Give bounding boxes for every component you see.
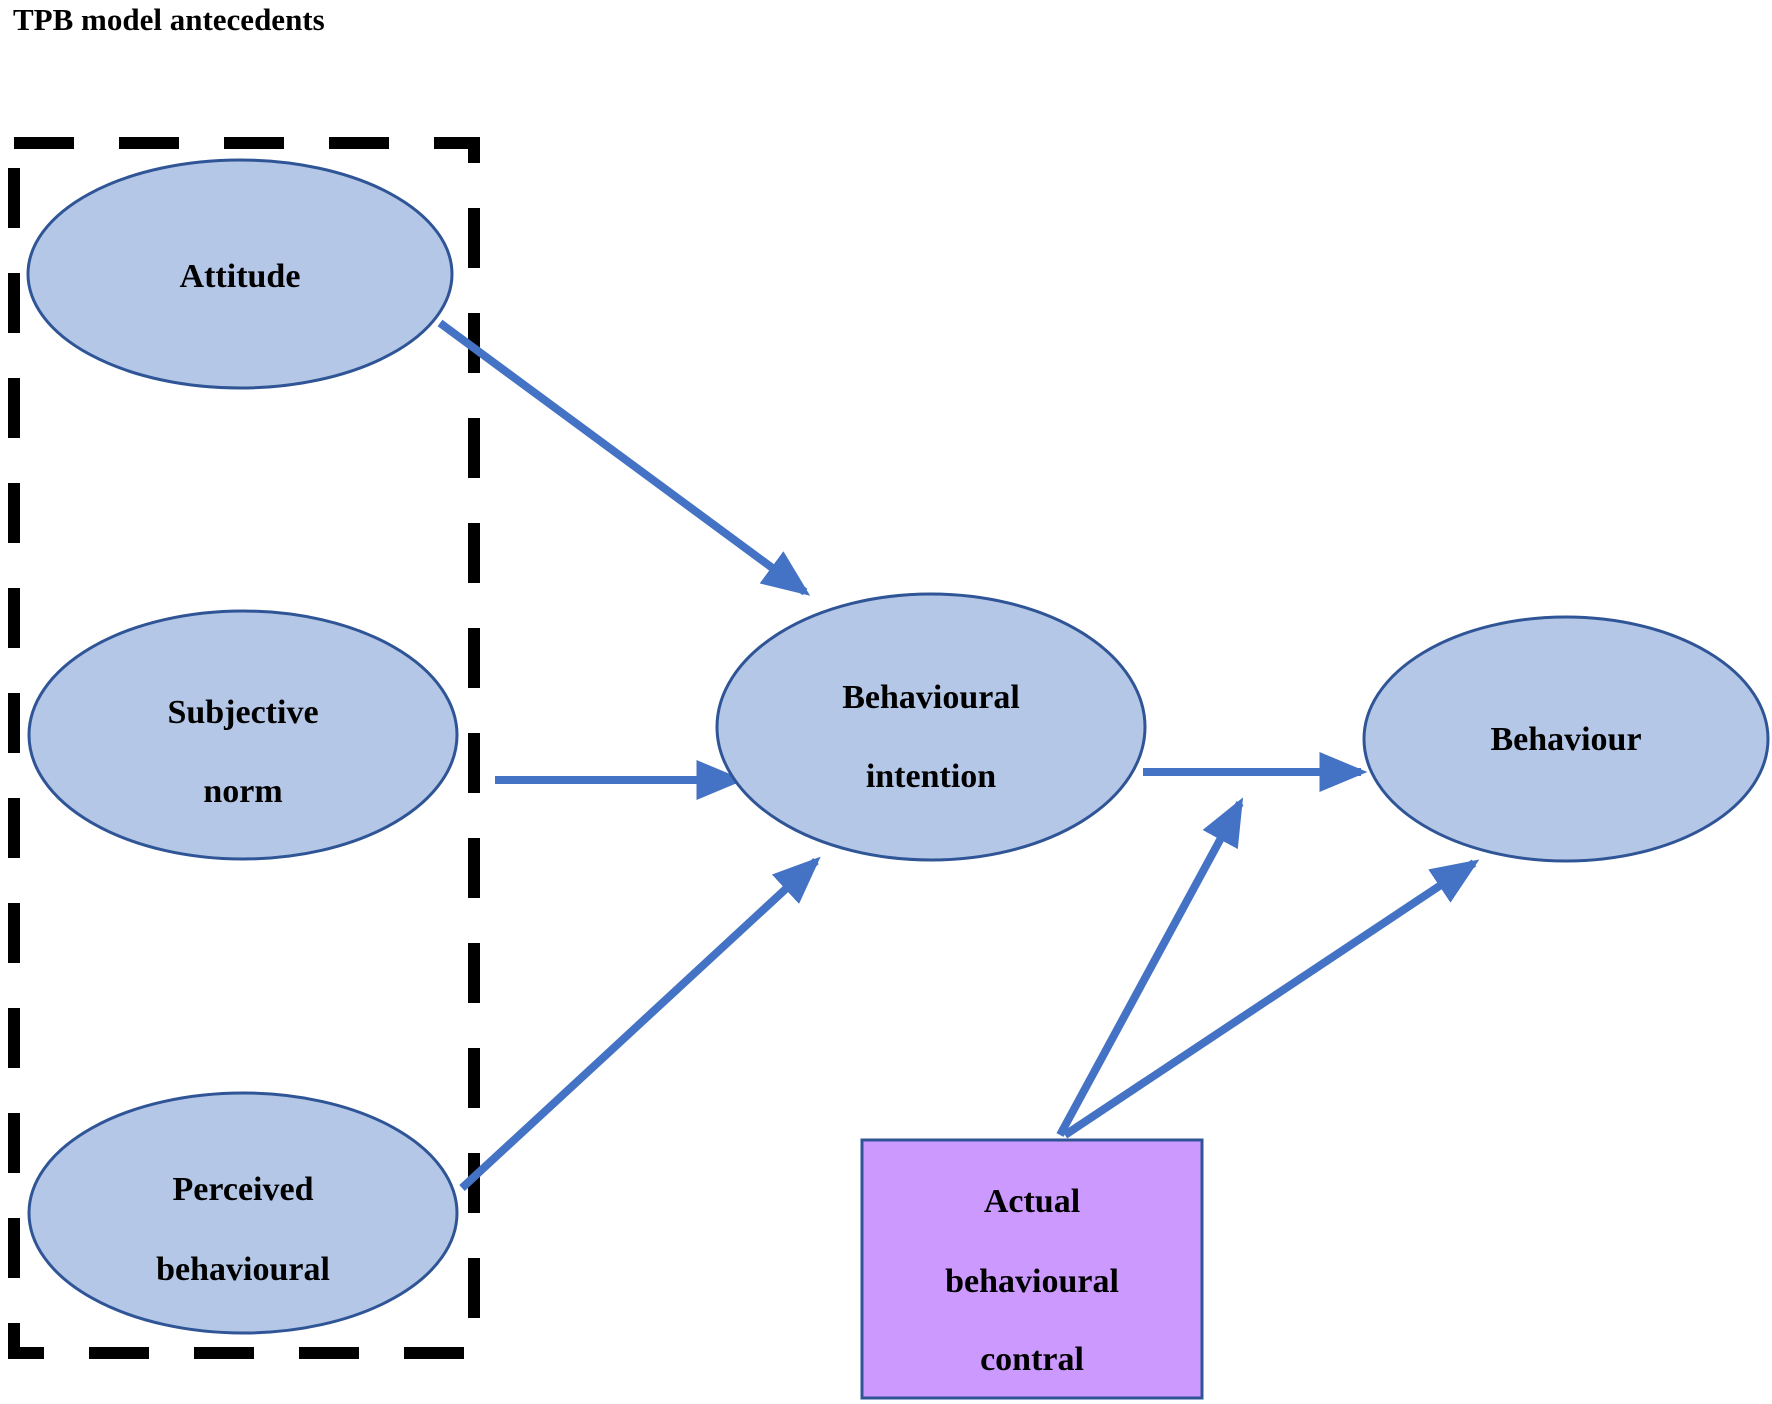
arrow-attitude-to-intention [437,319,811,596]
behaviour-label: Behaviour [1490,721,1641,758]
actual-behavioural-control-label-line2: behavioural [945,1263,1119,1300]
attitude-ellipse [26,158,454,390]
actual-behavioural-control-box [860,1138,1204,1400]
behavioural-intention-label-line1: Behavioural [842,679,1020,716]
actual-behavioural-control-label-line3: contral [980,1341,1084,1378]
antecedents-dashed-frame [8,137,480,1359]
node-actual-behavioural-control: Actual behavioural contral [860,1138,1204,1400]
behavioural-intention-ellipse [715,592,1147,862]
subjective-norm-label-line2: norm [203,773,282,810]
node-attitude: Attitude [26,158,454,390]
attitude-label: Attitude [180,258,301,295]
subjective-norm-label-line1: Subjective [167,694,318,731]
actual-behavioural-control-label-line1: Actual [984,1183,1080,1220]
arrows [437,319,1480,1191]
node-behaviour: Behaviour [1362,615,1770,863]
perceived-behavioural-label-line2: behavioural [156,1251,330,1288]
arrow-control-to-behaviour [1062,859,1480,1139]
behavioural-intention-label-line2: intention [866,758,996,795]
perceived-behavioural-label-line1: Perceived [173,1171,314,1208]
behaviour-ellipse [1362,615,1770,863]
node-perceived-behavioural: Perceived behavioural [27,1091,459,1335]
node-behavioural-intention: Behavioural intention [715,592,1147,862]
perceived-behavioural-ellipse [27,1091,459,1335]
subjective-norm-ellipse [27,609,459,861]
diagram-title: TPB model antecedents [13,2,325,37]
node-subjective-norm: Subjective norm [27,609,459,861]
arrow-control-to-intention-link [1056,797,1244,1137]
arrow-perceived-to-intention [459,856,821,1191]
